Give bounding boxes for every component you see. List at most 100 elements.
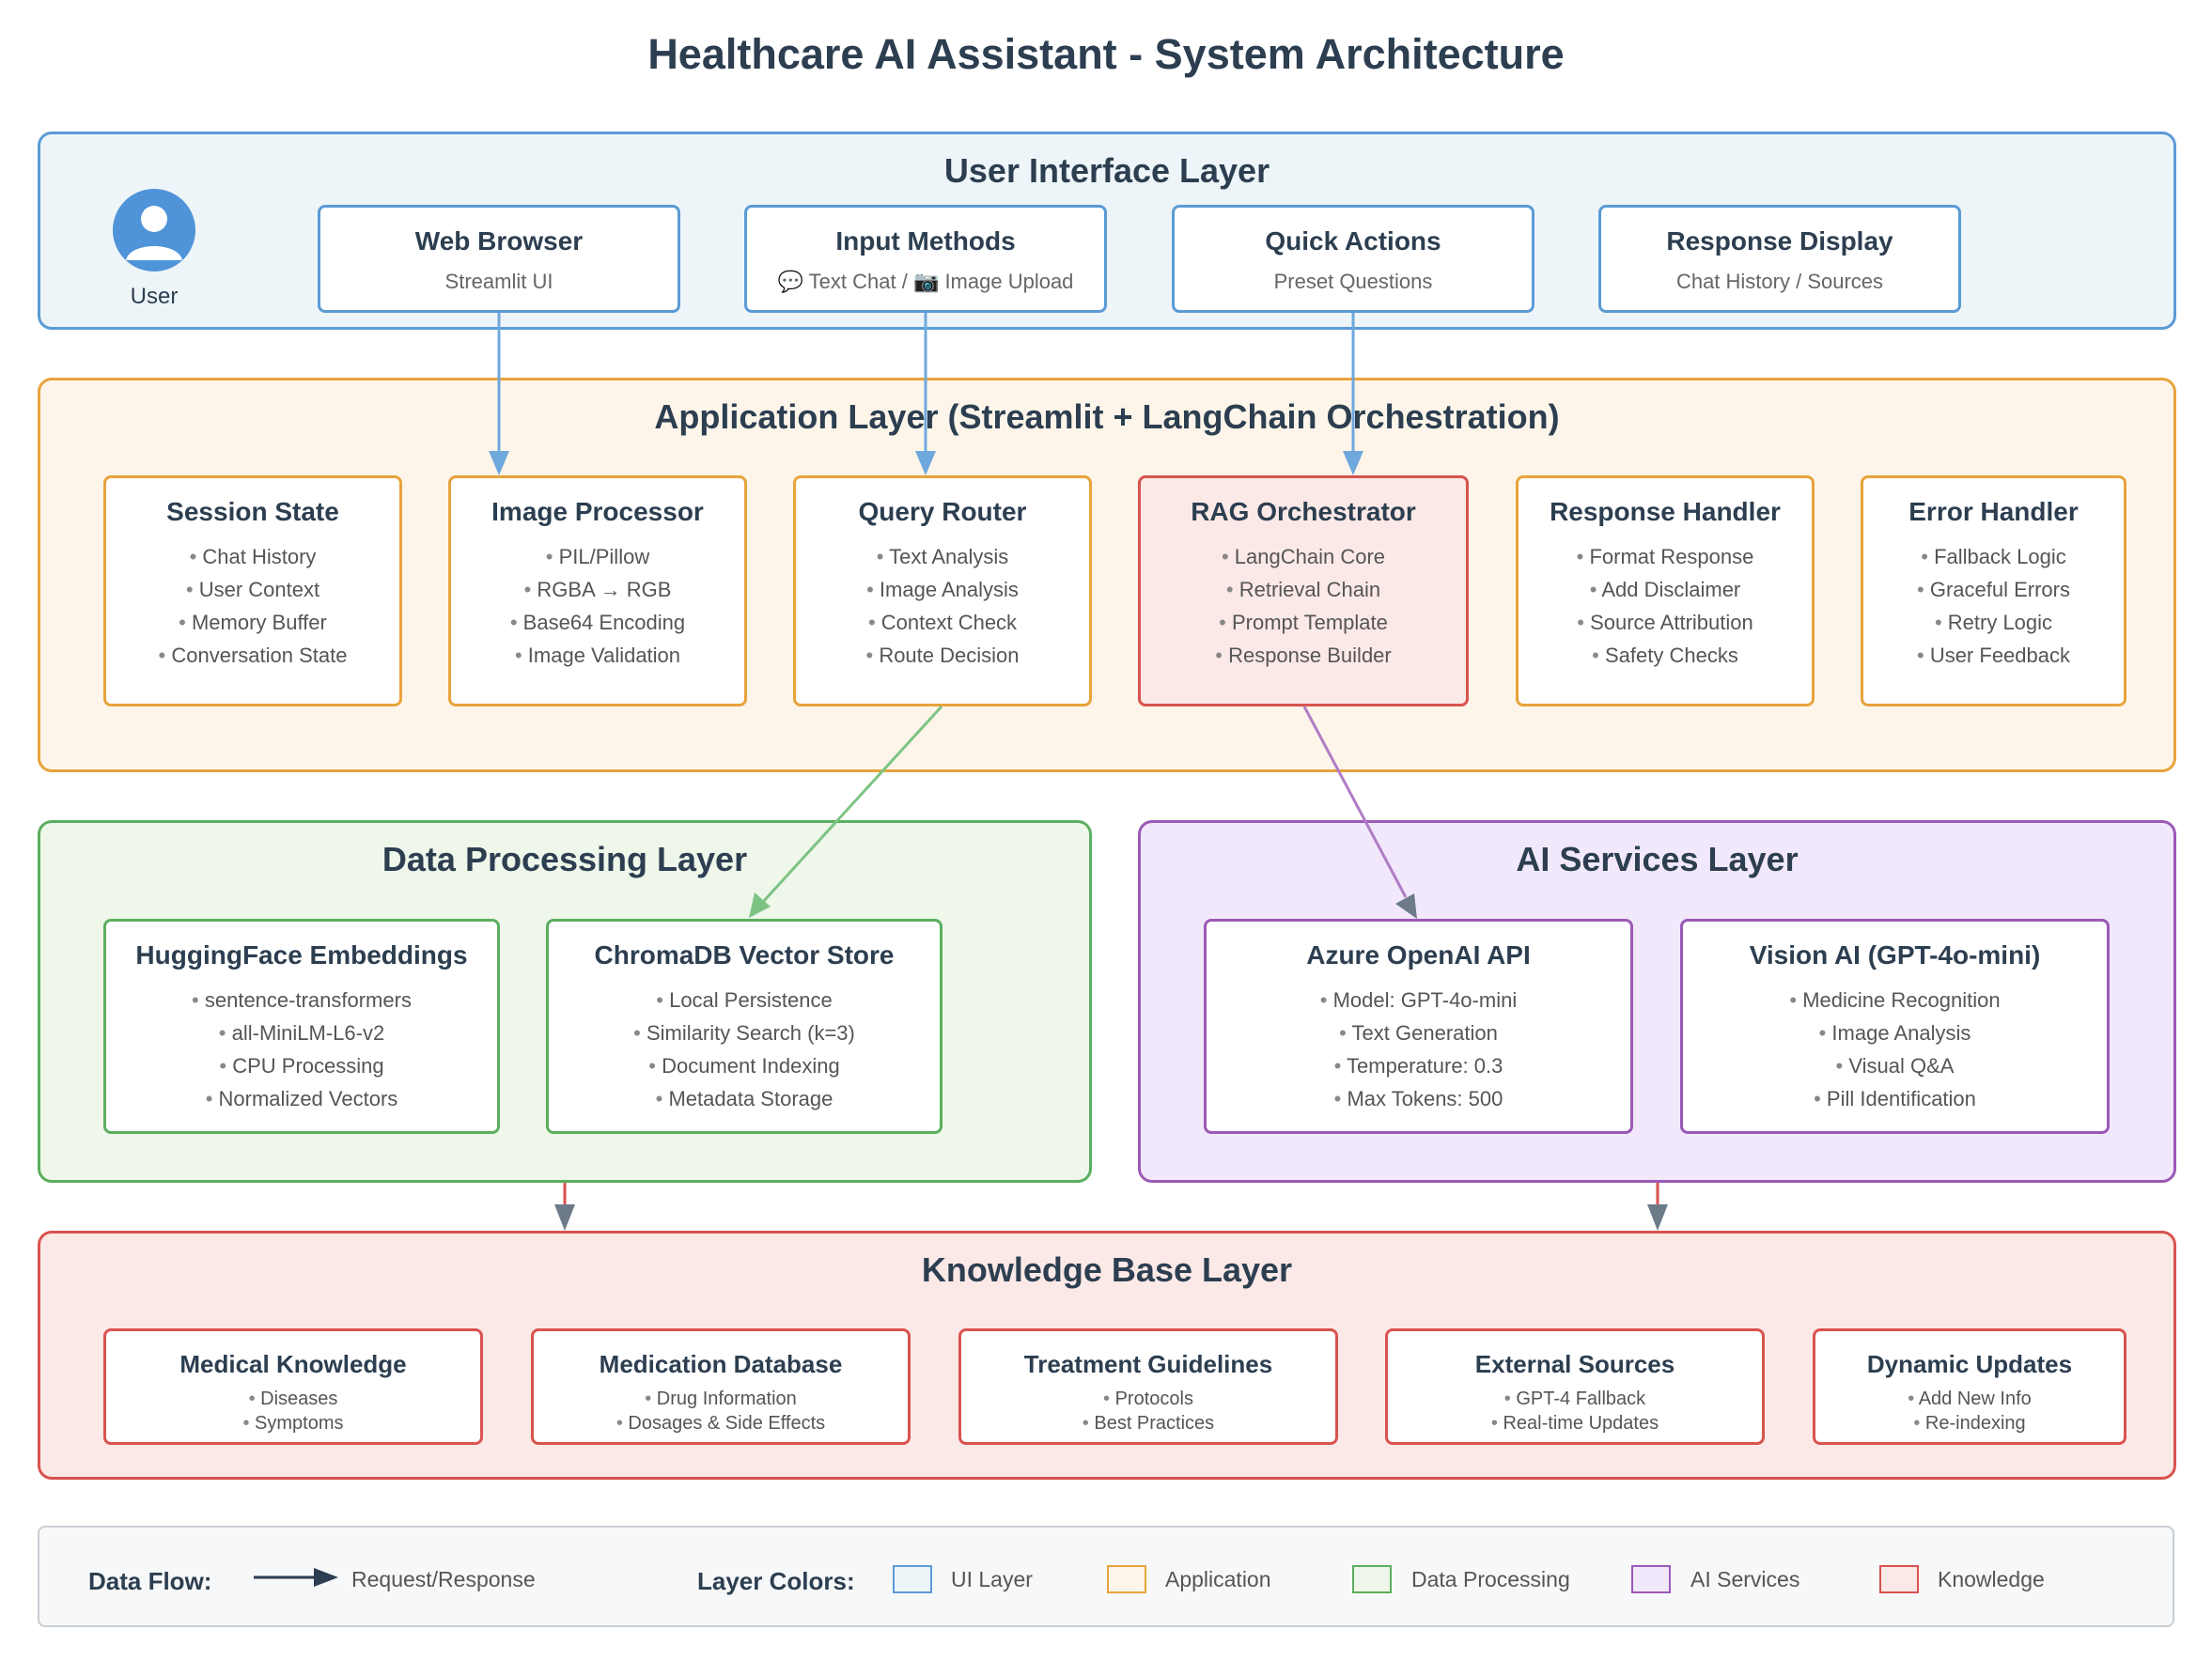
box-item: Add New Info (1815, 1387, 2124, 1411)
ai-box-azure-openai-api: Azure OpenAI API Model: GPT-4o-mini Text… (1204, 919, 1633, 1134)
legend-swatch-ui (893, 1565, 932, 1593)
box-item: User Context (106, 573, 399, 606)
box-item: LangChain Core (1141, 540, 1466, 573)
box-item: Fallback Logic (1863, 540, 2124, 573)
box-item: Memory Buffer (106, 606, 399, 639)
ui-box-response-display: Response Display Chat History / Sources (1598, 205, 1961, 313)
arrow-router-to-chromadb (749, 705, 943, 918)
box-item: Format Response (1519, 540, 1812, 573)
box-subtitle: Preset Questions (1273, 270, 1433, 293)
box-title: Session State (166, 497, 339, 526)
box-item: all-MiniLM-L6-v2 (106, 1016, 497, 1049)
box-item: Local Persistence (549, 984, 940, 1016)
box-item: Dosages & Side Effects (534, 1411, 908, 1435)
kb-layer-title: Knowledge Base Layer (921, 1250, 1293, 1289)
box-item: Source Attribution (1519, 606, 1812, 639)
ai-layer-title: AI Services Layer (1516, 840, 1799, 878)
arrow-actions-to-rag (1343, 313, 1363, 475)
box-item: Prompt Template (1141, 606, 1466, 639)
box-title: Image Processor (491, 497, 704, 526)
kb-box-treatment-guidelines: Treatment Guidelines Protocols Best Prac… (958, 1328, 1338, 1445)
box-item: Safety Checks (1519, 639, 1812, 672)
box-item: Image Analysis (796, 573, 1089, 606)
box-item: User Feedback (1863, 639, 2124, 672)
box-item: Retry Logic (1863, 606, 2124, 639)
box-title: Treatment Guidelines (1023, 1350, 1273, 1378)
box-item: Best Practices (961, 1411, 1335, 1435)
kb-box-medical-knowledge: Medical Knowledge Diseases Symptoms (103, 1328, 483, 1445)
kb-box-external-sources: External Sources GPT-4 Fallback Real-tim… (1385, 1328, 1765, 1445)
ui-box-input-methods: Input Methods 💬 Text Chat / 📷 Image Uplo… (744, 205, 1107, 313)
legend-item-application: Application (1165, 1567, 1271, 1591)
ui-box-quick-actions: Quick Actions Preset Questions (1172, 205, 1534, 313)
box-item: Diseases (106, 1387, 480, 1411)
box-title: External Sources (1474, 1350, 1675, 1378)
box-item: Similarity Search (k=3) (549, 1016, 940, 1049)
box-item: Temperature: 0.3 (1207, 1049, 1630, 1082)
box-title: Response Handler (1550, 497, 1781, 526)
arrow-ai-to-kb (1647, 1183, 1668, 1231)
app-layer-title: Application Layer (Streamlit + LangChain… (654, 397, 1560, 436)
user-icon (113, 189, 195, 272)
app-box-session-state: Session State Chat History User Context … (103, 475, 402, 706)
box-item-list: Diseases Symptoms (106, 1387, 480, 1435)
box-title: Query Router (858, 497, 1027, 526)
box-title: Dynamic Updates (1866, 1350, 2073, 1378)
legend-swatch-ai (1631, 1565, 1671, 1593)
arrow-data-to-kb (554, 1183, 575, 1231)
box-title: HuggingFace Embeddings (135, 940, 468, 970)
box-item: GPT-4 Fallback (1388, 1387, 1762, 1411)
app-box-rag-orchestrator: RAG Orchestrator LangChain Core Retrieva… (1138, 475, 1469, 706)
legend-item-data: Data Processing (1411, 1567, 1570, 1591)
box-item-list: Model: GPT-4o-mini Text Generation Tempe… (1207, 984, 1630, 1115)
box-title: Error Handler (1908, 497, 2079, 526)
legend-item-ui: UI Layer (951, 1567, 1033, 1591)
box-item: Context Check (796, 606, 1089, 639)
box-item-list: Medicine Recognition Image Analysis Visu… (1683, 984, 2107, 1115)
box-item: Retrieval Chain (1141, 573, 1466, 606)
box-item: Metadata Storage (549, 1082, 940, 1115)
app-box-query-router: Query Router Text Analysis Image Analysi… (793, 475, 1092, 706)
box-item: Document Indexing (549, 1049, 940, 1082)
arrow-input-to-query-router (915, 313, 936, 475)
box-item: Chat History (106, 540, 399, 573)
legend-swatch-knowledge (1879, 1565, 1919, 1593)
box-item: RGBA → RGB (451, 573, 744, 606)
box-item: Model: GPT-4o-mini (1207, 984, 1630, 1016)
box-item-list: Protocols Best Practices (961, 1387, 1335, 1435)
box-title: Response Display (1666, 226, 1893, 256)
box-title: Azure OpenAI API (1306, 940, 1531, 970)
box-item: Symptoms (106, 1411, 480, 1435)
box-item: Response Builder (1141, 639, 1466, 672)
box-item-list: PIL/Pillow RGBA → RGB Base64 Encoding Im… (451, 540, 744, 672)
box-item: Normalized Vectors (106, 1082, 497, 1115)
box-subtitle: 💬 Text Chat / 📷 Image Upload (777, 270, 1074, 293)
box-item: Protocols (961, 1387, 1335, 1411)
box-item-list: Local Persistence Similarity Search (k=3… (549, 984, 940, 1115)
box-item: PIL/Pillow (451, 540, 744, 573)
data-box-huggingface-embeddings: HuggingFace Embeddings sentence-transfor… (103, 919, 500, 1134)
app-box-image-processor: Image Processor PIL/Pillow RGBA → RGB Ba… (448, 475, 747, 706)
legend-item-knowledge: Knowledge (1938, 1567, 2045, 1591)
ui-box-web-browser: Web Browser Streamlit UI (318, 205, 680, 313)
box-title: Medication Database (599, 1350, 843, 1378)
box-item: Drug Information (534, 1387, 908, 1411)
box-title: Medical Knowledge (179, 1350, 407, 1378)
box-item: Medicine Recognition (1683, 984, 2107, 1016)
legend-arrow-icon (254, 1568, 338, 1587)
ui-layer-title: User Interface Layer (943, 151, 1270, 190)
box-item-list: Format Response Add Disclaimer Source At… (1519, 540, 1812, 672)
data-layer-title: Data Processing Layer (382, 840, 748, 878)
box-item: Text Generation (1207, 1016, 1630, 1049)
box-title: Quick Actions (1265, 226, 1441, 256)
box-item: Conversation State (106, 639, 399, 672)
box-item-list: Add New Info Re-indexing (1815, 1387, 2124, 1435)
diagram-title: Healthcare AI Assistant - System Archite… (647, 30, 1565, 78)
legend-swatch-application (1107, 1565, 1146, 1593)
box-item-list: GPT-4 Fallback Real-time Updates (1388, 1387, 1762, 1435)
legend-layer-colors-label: Layer Colors: (697, 1567, 855, 1595)
kb-box-medication-database: Medication Database Drug Information Dos… (531, 1328, 911, 1445)
box-item-list: LangChain Core Retrieval Chain Prompt Te… (1141, 540, 1466, 672)
box-item: Add Disclaimer (1519, 573, 1812, 606)
box-item: Text Analysis (796, 540, 1089, 573)
